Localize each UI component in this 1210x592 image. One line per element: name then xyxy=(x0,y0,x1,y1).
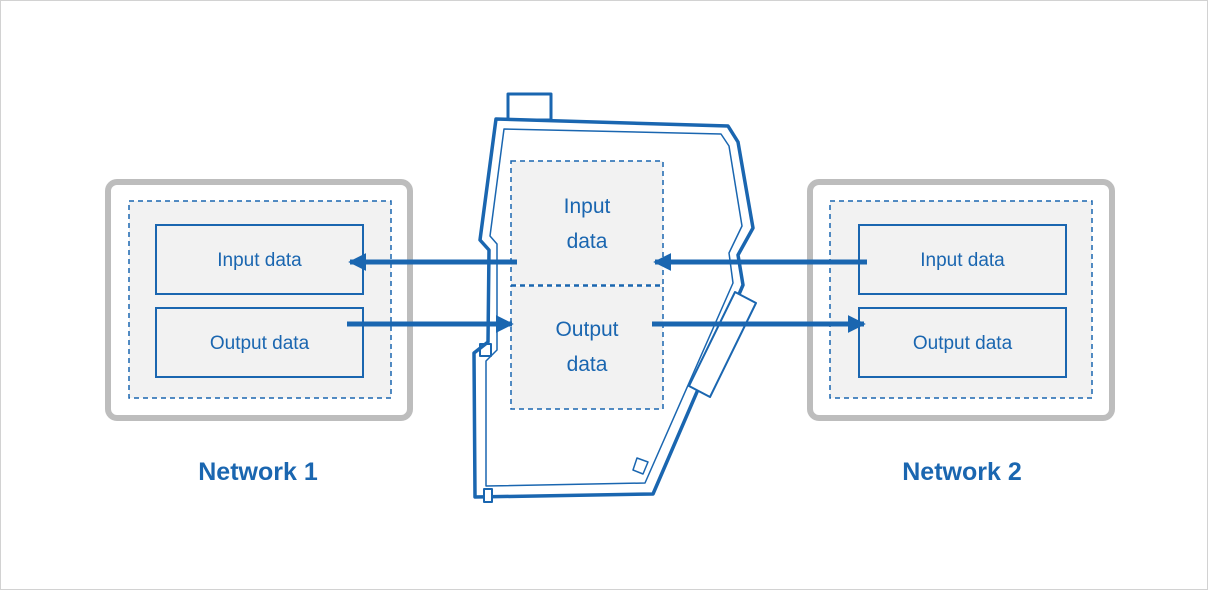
gateway-output-label-line1: Output xyxy=(555,318,618,341)
network-2-title: Network 2 xyxy=(902,458,1021,486)
gateway-top-connector xyxy=(506,92,553,122)
network-1-input-box xyxy=(155,224,364,295)
network-2-panel: Input data Output data xyxy=(807,179,1115,421)
gateway-input-label-line2: data xyxy=(567,230,608,253)
network-1-input-label: Input data xyxy=(217,250,302,271)
gateway-input-label-line1: Input xyxy=(564,195,611,218)
network-1-output-box xyxy=(155,307,364,378)
network-2-input-box xyxy=(858,224,1067,295)
network-1-title: Network 1 xyxy=(198,458,318,486)
gateway-output-label-line2: data xyxy=(567,353,608,376)
network-2-output-box xyxy=(858,307,1067,378)
network-2-input-label: Input data xyxy=(920,250,1005,271)
network-1-panel: Input data Output data xyxy=(105,179,413,421)
network-2-output-label: Output data xyxy=(913,333,1013,354)
gateway-input-area xyxy=(510,160,664,286)
gateway-output-area xyxy=(510,285,664,410)
network-1-output-label: Output data xyxy=(210,333,310,354)
